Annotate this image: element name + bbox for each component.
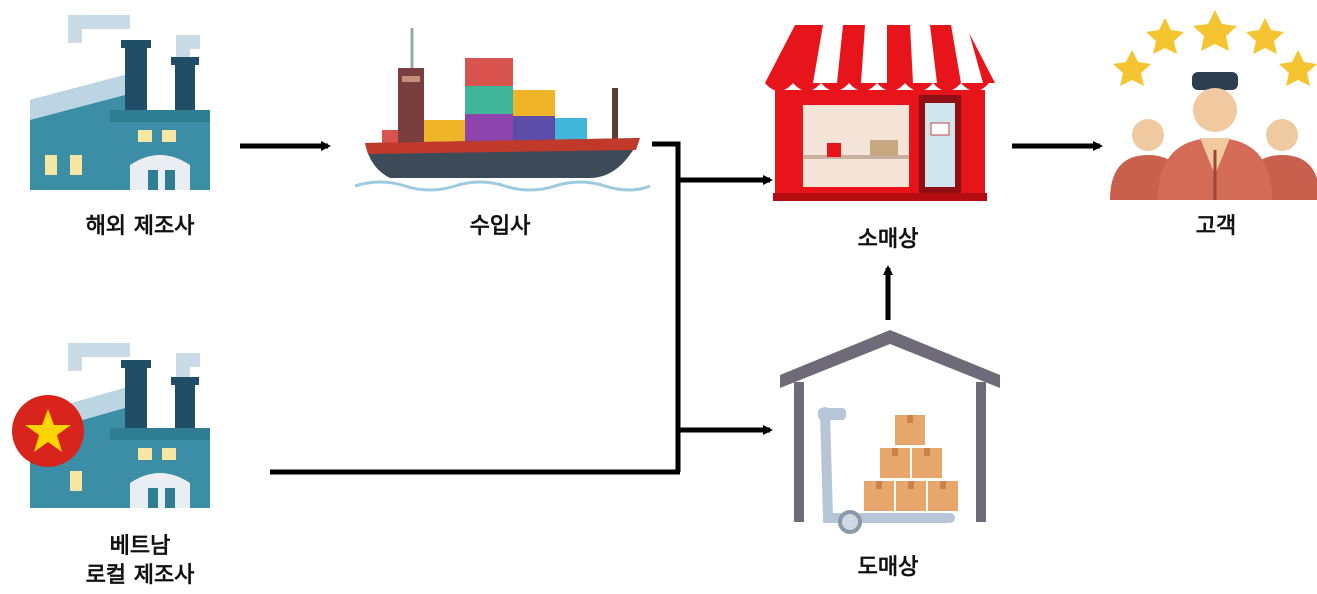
factory-vietnam-flag-icon: [12, 343, 210, 508]
connector-importer-to-branch: [652, 141, 681, 472]
label-vietnam-line1: 베트남: [109, 534, 171, 559]
label-wholesaler: 도매상: [857, 555, 919, 580]
storefront-icon: [765, 25, 995, 201]
cargo-ship-icon: [354, 28, 651, 192]
customer-rating-icon: [1110, 10, 1317, 200]
label-foreign-manufacturer: 해외 제조사: [85, 214, 195, 239]
label-vietnam-line2: 로컬 제조사: [85, 563, 195, 588]
label-importer: 수입사: [469, 214, 531, 239]
warehouse-icon: [780, 330, 1000, 534]
label-customer: 고객: [1195, 214, 1237, 239]
factory-icon: [30, 15, 210, 190]
label-retailer: 소매상: [857, 227, 919, 252]
